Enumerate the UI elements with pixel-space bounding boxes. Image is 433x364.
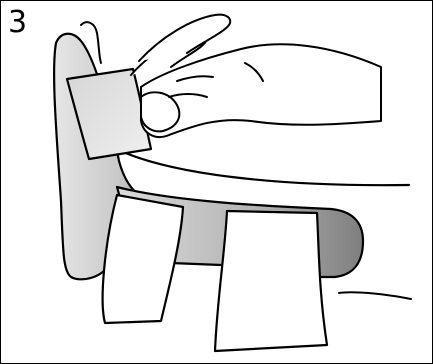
electrode-pad-right: [215, 211, 327, 351]
backing-edge-curve: [121, 151, 409, 185]
step-number: 3: [8, 6, 27, 40]
ground-line: [339, 292, 411, 299]
electrode-pad-left: [103, 195, 183, 323]
